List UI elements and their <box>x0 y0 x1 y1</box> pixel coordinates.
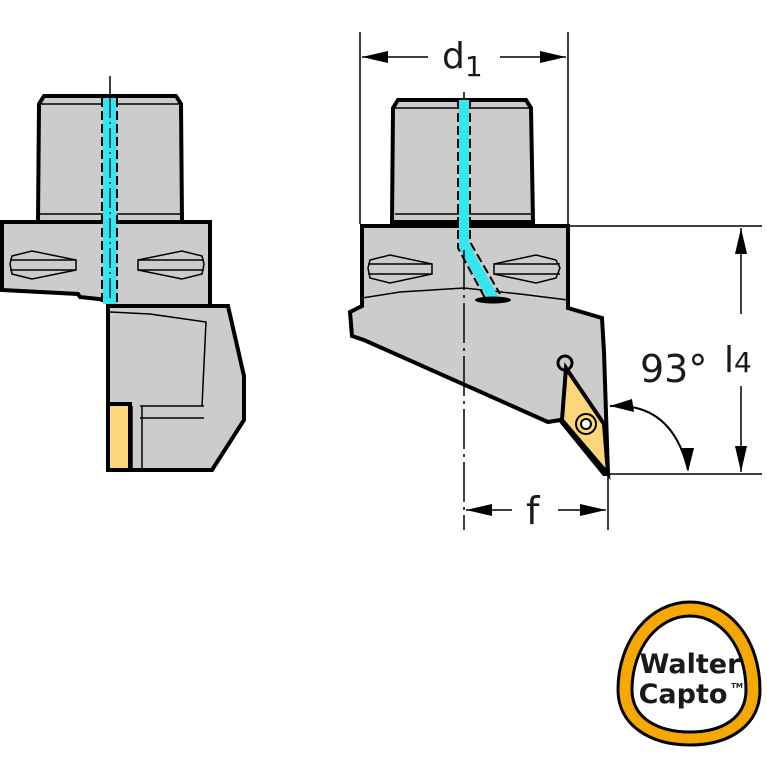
front-view: d1 l4 93° <box>347 32 762 533</box>
walter-capto-logo: Walter Capto TM <box>616 600 762 747</box>
insert-side <box>106 402 132 472</box>
dimension-f-label: f <box>526 489 541 533</box>
slot-left <box>9 250 77 280</box>
angle-label: 93° <box>640 347 707 391</box>
holder-body <box>347 224 611 476</box>
logo-trademark: TM <box>731 682 743 690</box>
logo-line1: Walter <box>640 649 742 680</box>
dimension-l4-label: l4 <box>724 340 752 381</box>
side-view <box>0 76 246 472</box>
logo-line2: Capto <box>639 679 728 710</box>
dimension-d1-label: d1 <box>442 36 483 83</box>
coolant-channel-front <box>459 100 498 300</box>
slot-front-right <box>493 254 561 284</box>
slot-front-left <box>367 254 433 284</box>
slot-right <box>137 250 205 280</box>
